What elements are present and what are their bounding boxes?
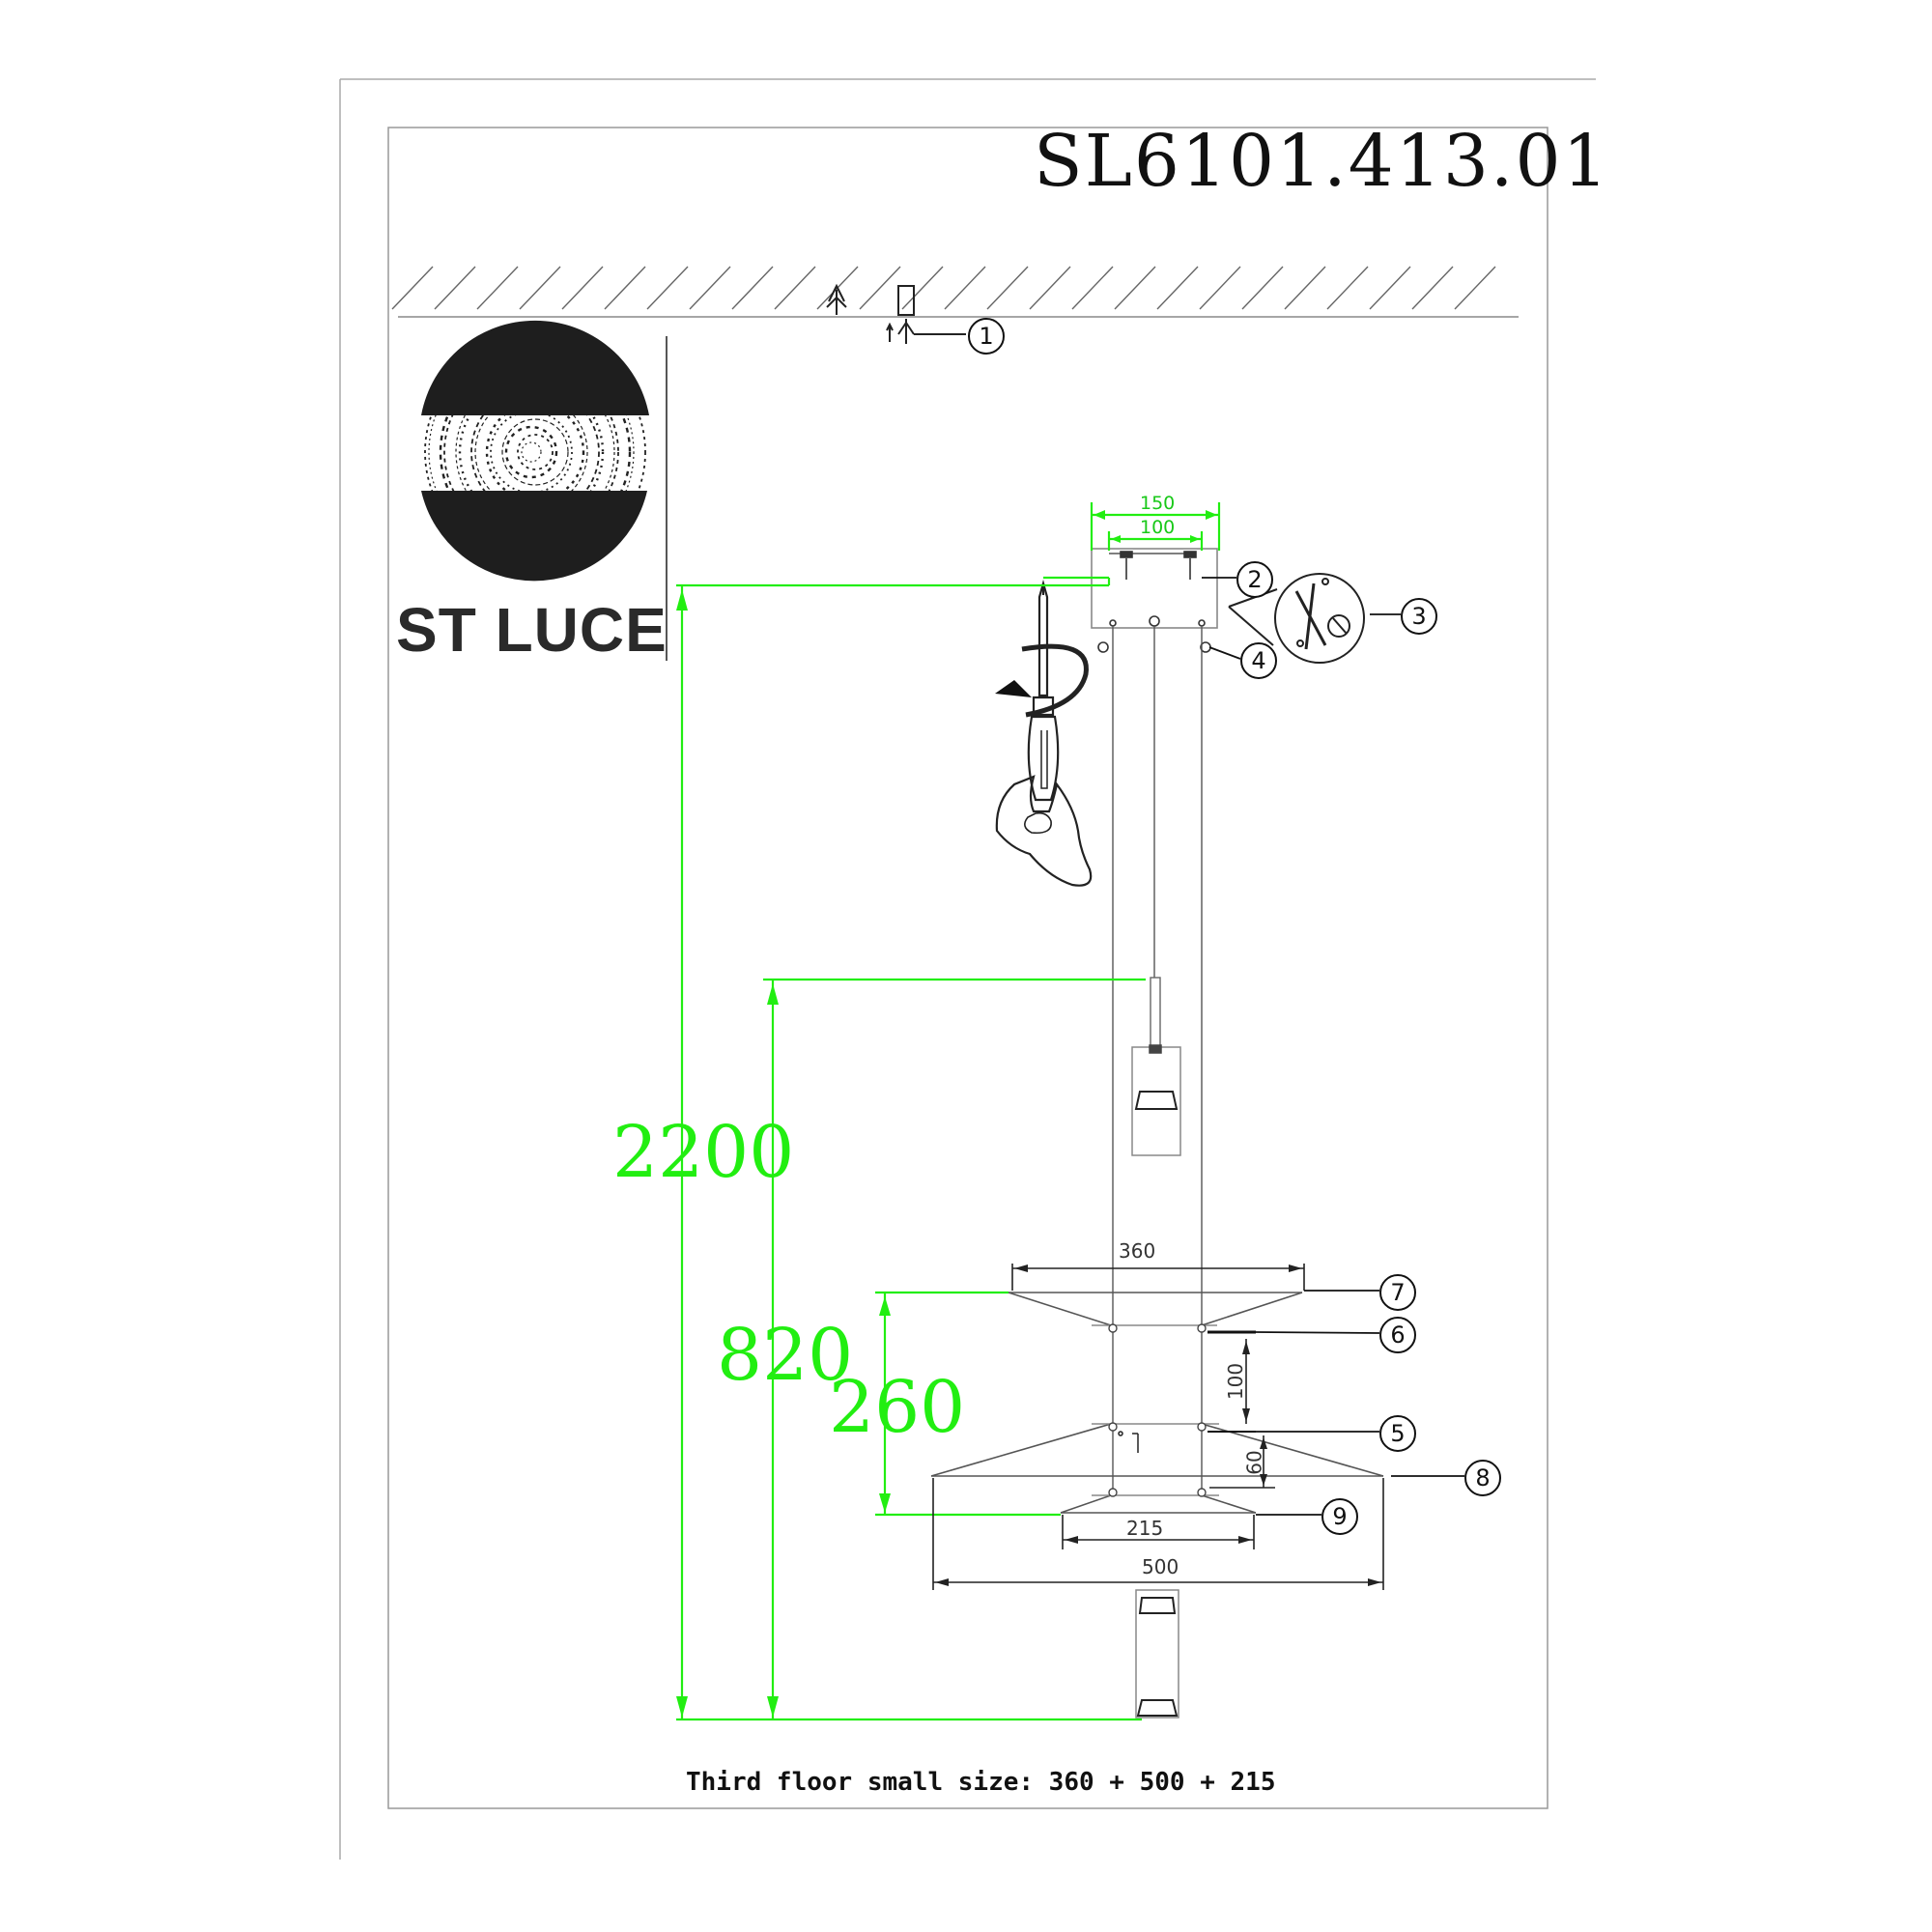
dimension-overall-height: 2200	[612, 1111, 795, 1194]
drawing-border	[387, 127, 1548, 1809]
logo-ring	[517, 434, 554, 470]
hatch-stroke	[1454, 266, 1496, 310]
hatch-stroke	[1369, 266, 1411, 310]
dimension-lines-green	[676, 502, 1221, 1721]
logo-ring	[504, 425, 558, 479]
dimension-pendant-height: 820	[717, 1314, 854, 1397]
hatch-stroke	[774, 266, 816, 310]
hatch-stroke	[986, 266, 1029, 310]
logo-ring	[490, 411, 573, 494]
logo-ring	[485, 402, 585, 502]
logo-ring	[521, 441, 542, 463]
hatch-stroke	[1114, 266, 1156, 310]
logo-ring	[458, 379, 605, 526]
logo-ring	[424, 341, 646, 563]
hatch-stroke	[1199, 266, 1241, 310]
canopy	[1091, 548, 1218, 653]
callout-2: 2	[1236, 561, 1273, 598]
ceiling-hatch	[391, 266, 1519, 318]
hatch-stroke	[1071, 266, 1114, 310]
dimension-canopy-mount-spacing: 100	[1140, 517, 1176, 538]
led-module-lower	[1135, 1589, 1179, 1719]
hatch-stroke	[731, 266, 774, 310]
dimension-canopy-width: 150	[1140, 493, 1176, 514]
hatch-stroke	[1241, 266, 1284, 310]
dimension-shade-gap-lower: 60	[1242, 1450, 1266, 1475]
dimension-arrows-black	[935, 1264, 1381, 1586]
hatch-stroke	[604, 266, 646, 310]
hatch-stroke	[434, 266, 476, 310]
callout-6: 6	[1379, 1317, 1416, 1353]
dimension-shade-stack-height: 260	[829, 1366, 966, 1449]
callout-1: 1	[968, 318, 1005, 355]
callout-8: 8	[1464, 1460, 1501, 1496]
hatch-stroke	[476, 266, 519, 310]
dimension-bottom-shade: 215	[1126, 1517, 1164, 1540]
hatch-stroke	[646, 266, 689, 310]
hatch-stroke	[1411, 266, 1454, 310]
callout-leaders	[1202, 577, 1464, 1516]
hatch-stroke	[1156, 266, 1199, 310]
hatch-stroke	[1284, 266, 1326, 310]
callout-5: 5	[1379, 1415, 1416, 1452]
hatch-stroke	[561, 266, 604, 310]
shade-mount-points	[1108, 1323, 1256, 1497]
hatch-stroke	[391, 266, 434, 310]
model-number: SL6101.413.01	[1034, 120, 1610, 203]
hatch-stroke	[519, 266, 561, 310]
fixing-bracket-detail	[1118, 1431, 1139, 1453]
logo-ring	[474, 395, 588, 509]
led-module-upper	[1131, 1044, 1181, 1156]
callout-9: 9	[1321, 1498, 1358, 1535]
dimension-top-shade: 360	[1119, 1239, 1156, 1263]
screwdriver-hand-icon	[995, 579, 1093, 887]
hatch-stroke	[901, 266, 944, 310]
callout-3: 3	[1401, 598, 1437, 635]
hatch-stroke	[1029, 266, 1071, 310]
hatch-stroke	[859, 266, 901, 310]
wiring-detail-icon	[1228, 573, 1365, 664]
callout-7: 7	[1379, 1274, 1416, 1311]
dimension-shade-gap-upper: 100	[1224, 1362, 1248, 1401]
logo-ring	[443, 364, 619, 540]
logo-ring	[501, 418, 569, 486]
shade-bottom	[1060, 1494, 1257, 1514]
hatch-stroke	[944, 266, 986, 310]
callout-4: 4	[1240, 642, 1277, 679]
suspension-cables	[1112, 626, 1203, 1495]
size-caption: Third floor small size: 360 + 500 + 215	[686, 1768, 1276, 1797]
brand-name: ST LUCE	[396, 595, 668, 665]
hatch-stroke	[1326, 266, 1369, 310]
dimension-middle-shade: 500	[1142, 1555, 1179, 1578]
hatch-stroke	[689, 266, 731, 310]
shade-top	[1008, 1292, 1303, 1326]
brand-logo-icon	[421, 320, 649, 582]
dimension-lines-black	[932, 1264, 1384, 1590]
dimension-arrows-green	[676, 510, 1217, 1718]
ceiling-anchor-icon	[826, 283, 966, 344]
